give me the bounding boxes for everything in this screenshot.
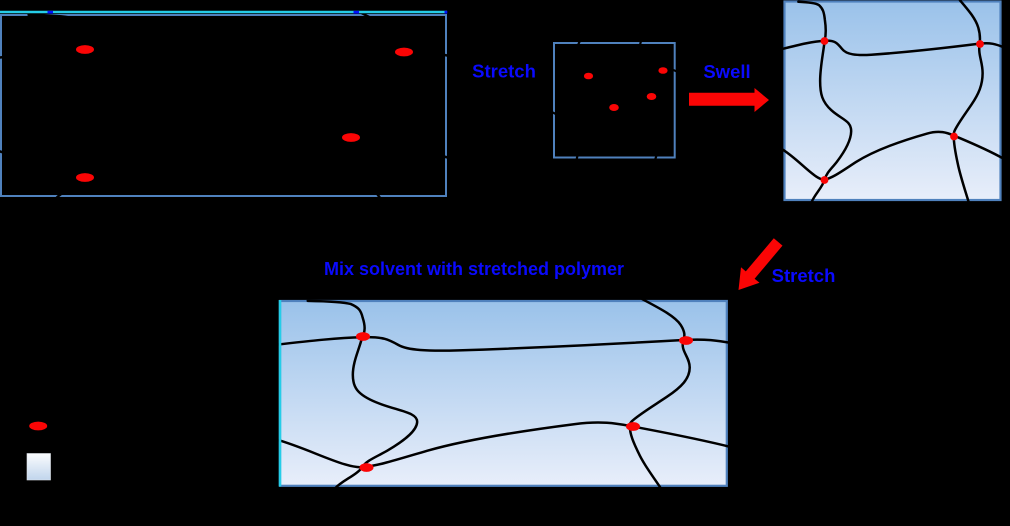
svg-text:Stretch: Stretch (472, 61, 536, 82)
svg-text:Mix solvent with stretched pol: Mix solvent with stretched polymer (324, 259, 624, 279)
svg-text:Swell: Swell (703, 61, 750, 82)
svg-text:Stretch: Stretch (772, 265, 836, 286)
